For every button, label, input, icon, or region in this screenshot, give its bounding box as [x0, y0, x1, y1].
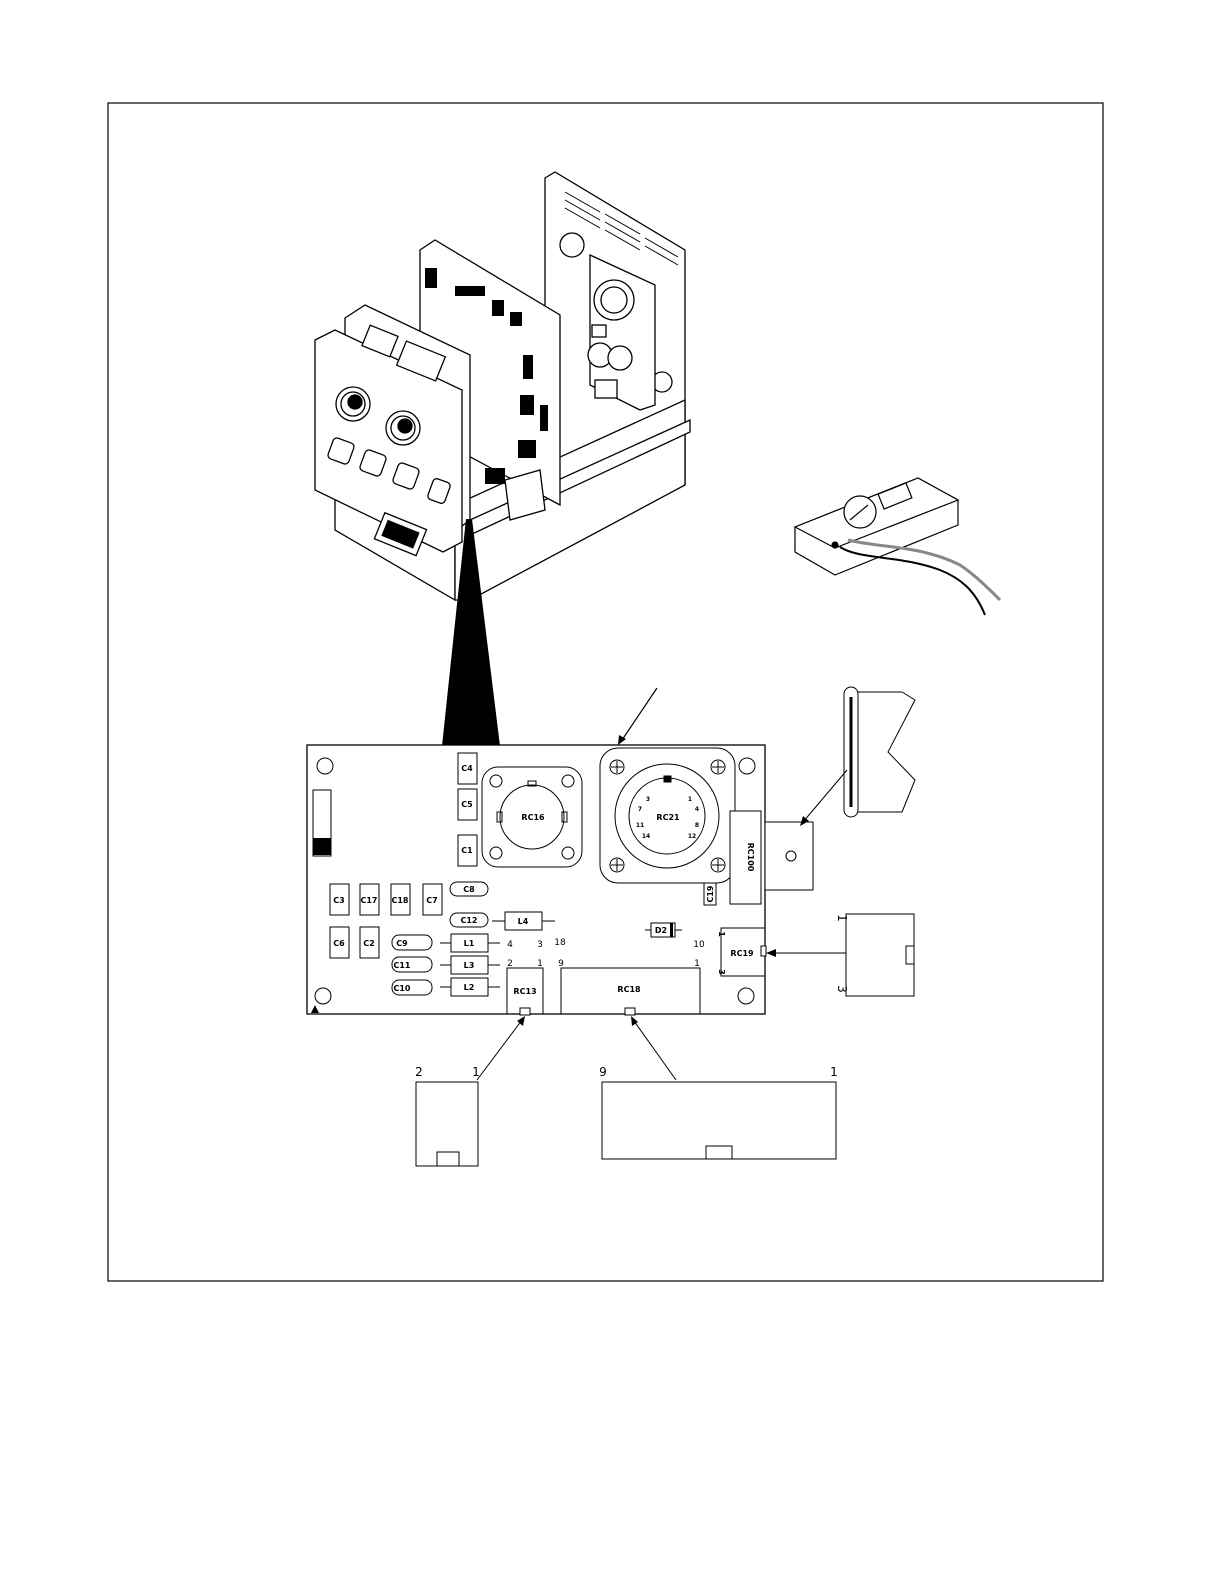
c4-label: C4 [461, 764, 473, 773]
c9-label: C9 [396, 939, 408, 948]
c1-label: C1 [461, 846, 473, 855]
rc19-plug [772, 914, 914, 996]
pin-4: 4 [507, 940, 513, 950]
pin-10: 10 [693, 940, 705, 950]
pcb-pointer-line [622, 688, 657, 740]
rc100-label: RC100 [746, 843, 755, 872]
rc18-plug-pin-right: 1 [830, 1065, 838, 1079]
pin-3: 3 [537, 940, 543, 950]
rc13-plug-pin-left: 2 [415, 1065, 423, 1079]
c11-label: C11 [393, 961, 410, 970]
c5-label: C5 [461, 800, 473, 809]
right-knob [386, 411, 420, 445]
rc13-label: RC13 [513, 987, 536, 996]
c12-label: C12 [460, 916, 477, 925]
l4-label: L4 [518, 917, 529, 926]
machine-illustration [315, 172, 690, 600]
rc21-pin-label: 12 [688, 833, 696, 840]
d2-label: D2 [655, 926, 667, 935]
rc21-pin-label: 4 [695, 806, 699, 813]
rc13-plug-pin-right: 1 [472, 1065, 480, 1079]
rc21-pin-label: 7 [638, 806, 642, 813]
rc21-pin-label: 14 [642, 833, 650, 840]
multimeter [795, 478, 1000, 615]
rc21-pin-label: 1 [688, 796, 692, 803]
c18-label: C18 [391, 896, 408, 905]
c3-label: C3 [333, 896, 344, 905]
l3-label: L3 [464, 961, 475, 970]
l2-label: L2 [464, 983, 475, 992]
rc21-pin-label: 11 [636, 822, 644, 829]
rc19-label: RC19 [730, 949, 754, 958]
rc21-label: RC21 [656, 813, 680, 822]
c17-label: C17 [360, 896, 377, 905]
c10-label: C10 [393, 984, 410, 993]
rc18-plug-pin-left: 9 [599, 1065, 607, 1079]
rc18-label: RC18 [617, 985, 641, 994]
rc19-plug-pin-bottom: 3 [835, 985, 849, 993]
c2-label: C2 [363, 939, 374, 948]
pin-9: 9 [558, 959, 564, 969]
left-knob [336, 387, 370, 421]
rc100-plug [803, 687, 915, 822]
pin-2: 2 [507, 959, 513, 969]
pcb-board: C4 C5 C1 C3 C17 C18 C7 C8 C12 C6 C2 C9 C… [307, 745, 813, 1015]
rc21-pin-label: 3 [646, 796, 650, 803]
rc19-pin3: 3 [717, 969, 726, 975]
pin-1b: 1 [694, 959, 700, 969]
c8-label: C8 [463, 885, 475, 894]
rc18-plug [602, 1021, 836, 1159]
c19-label: C19 [706, 885, 715, 902]
c7-label: C7 [426, 896, 437, 905]
rc21-pin-label: 8 [695, 822, 699, 829]
l1-label: L1 [464, 939, 475, 948]
pin-18: 18 [554, 938, 566, 948]
c6-label: C6 [333, 939, 345, 948]
rc13-plug [416, 1020, 522, 1166]
rc16-label: RC16 [521, 813, 545, 822]
rc19-plug-pin-top: 1 [835, 914, 849, 922]
rc19-pin1: 1 [717, 931, 726, 937]
pin-1a: 1 [537, 959, 543, 969]
